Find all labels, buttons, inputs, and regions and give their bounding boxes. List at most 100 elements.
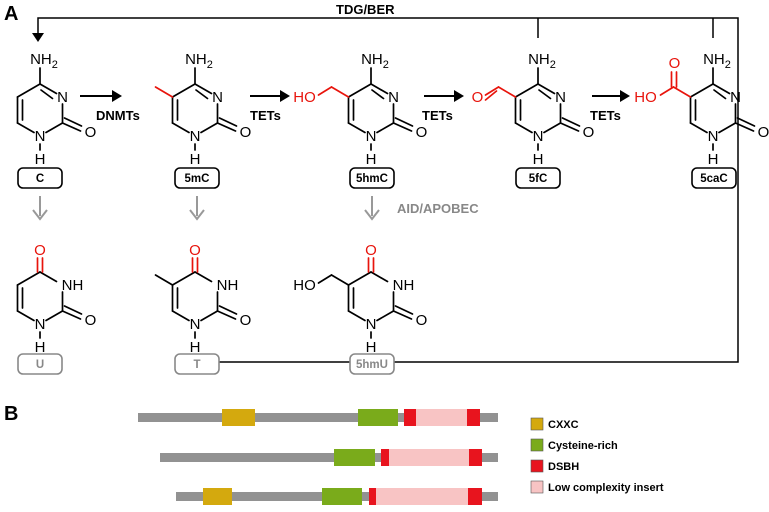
bond [347,122,366,134]
base-name: 5fC [529,173,548,185]
bond [61,122,82,132]
domain-segment [468,488,482,505]
bond [672,86,692,98]
bond [218,305,238,315]
bond [16,83,41,98]
bond [317,86,333,96]
bond [659,86,675,96]
bond [330,274,350,286]
domain-segment [381,449,389,466]
atom-label: N [730,89,741,106]
bond [171,271,196,286]
base-label-box: C [17,167,63,189]
bond [330,86,350,98]
arrow-tet3-icon [620,90,630,102]
domain-segment [334,449,375,466]
bond [200,122,219,134]
domain-segment [416,409,467,426]
aid-apobec-label: AID/APOBEC [397,201,479,216]
atom-label: H [708,151,719,168]
atom-label: O [189,242,201,259]
atom-label: NH [62,277,84,294]
bond [347,271,372,286]
atom-label: H [190,339,201,356]
domain-segment [203,488,232,505]
domain-architecture [138,409,498,505]
bond [689,122,708,134]
atom-label: N [190,128,201,145]
bond [370,271,389,283]
base-name: 5hmU [356,359,388,371]
atom-label: H [35,339,46,356]
bond [16,122,35,134]
domain-segment [322,488,362,505]
atom-label: O [416,124,428,141]
bond [376,310,395,322]
bond [736,117,756,127]
legend-label: CXXC [548,419,579,431]
bond [394,305,414,315]
cycle-arrowhead-icon [32,33,44,42]
atom-label: O [85,312,97,329]
enzyme-dnmts: DNMTs [96,108,140,123]
bond [718,122,737,134]
panel-a-label: A [4,3,18,25]
bond [63,305,83,315]
domain-segment [469,449,482,466]
tdg-ber-cycle: TDG/BER [32,2,739,363]
domain-segment [467,409,480,426]
bond [194,83,213,95]
base-name: T [193,359,200,371]
bond [484,86,500,96]
domain-segment [358,409,398,426]
atom-label: N [35,128,46,145]
legend-entry: Low complexity insert [530,480,664,494]
legend-entry: DSBH [530,459,579,473]
bond [712,83,731,95]
legend-swatch [530,480,544,494]
bond [154,86,174,98]
bond [61,310,82,320]
legend-entry: Cysteine-rich [530,438,618,452]
bond [218,117,238,127]
atom-label: N [533,128,544,145]
bond [39,83,58,95]
legend-swatch [530,459,544,473]
atom-label: H [533,151,544,168]
bond [216,122,237,132]
atom-label: O [85,124,97,141]
atom-label: N [366,316,377,333]
bond [200,310,219,322]
base-name: 5caC [700,173,728,185]
bond [347,83,372,98]
atom-label: N [212,89,223,106]
atom-label: O [34,242,46,259]
bond [371,89,385,100]
bond [317,274,333,284]
atom-label: HO [293,89,316,106]
bond [45,310,64,322]
atom-label: H [366,151,377,168]
bond [484,90,498,101]
bond [538,89,552,100]
domain-segment [222,409,255,426]
bond [376,122,395,134]
bond [537,83,556,95]
arrow-tet2-icon [454,90,464,102]
base-label-box: 5fC [515,167,561,189]
amino-group: NH2 [361,51,389,71]
bond [171,83,196,98]
legend-label: Low complexity insert [548,482,664,494]
legend-swatch [530,417,544,431]
bond [63,117,83,127]
bond [347,310,366,322]
atom-label: H [366,339,377,356]
bond [559,122,580,132]
bond [734,122,755,132]
